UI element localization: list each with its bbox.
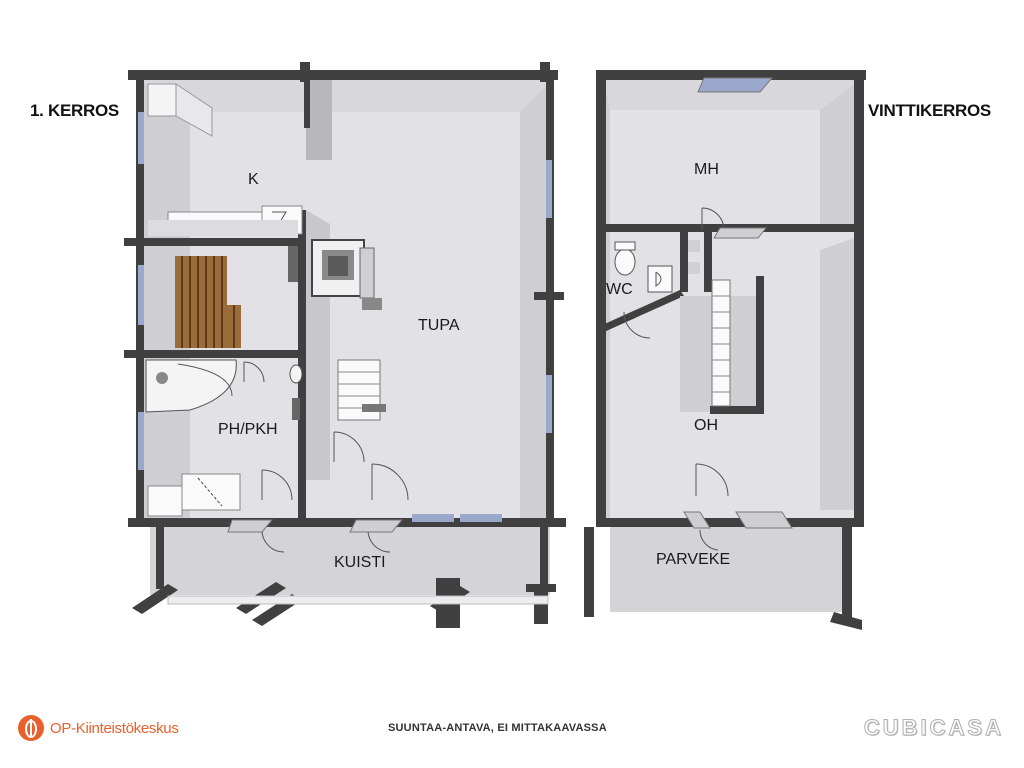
op-logo-icon	[18, 715, 44, 741]
first-floor-stairs	[337, 359, 386, 421]
floor-label-first: 1. KERROS	[30, 101, 119, 120]
sauna-bench	[175, 256, 241, 348]
room-label-mh: MH	[694, 161, 719, 178]
brand-logo-group: OP-Kiinteistökeskus	[18, 715, 179, 741]
attic-stairwell	[680, 276, 764, 414]
floor-label-attic: VINTTIKERROS	[868, 101, 991, 120]
disclaimer-note: SUUNTAA-ANTAVA, EI MITTAKAAVASSA	[388, 722, 607, 734]
room-label-ph-pkh: PH/PKH	[218, 421, 278, 438]
brand-name: OP-Kiinteistökeskus	[50, 719, 179, 737]
attic-floor-plan	[584, 70, 866, 630]
room-label-wc: WC	[606, 281, 633, 298]
room-label-parveke: PARVEKE	[656, 551, 730, 568]
room-label-kuisti: KUISTI	[334, 554, 386, 571]
cubicasa-watermark: CUBICASA	[863, 715, 1004, 741]
room-label-oh: OH	[694, 417, 718, 434]
room-label-tupa: TUPA	[418, 317, 460, 334]
first-floor-plan	[124, 62, 566, 628]
room-label-k: K	[248, 171, 259, 188]
